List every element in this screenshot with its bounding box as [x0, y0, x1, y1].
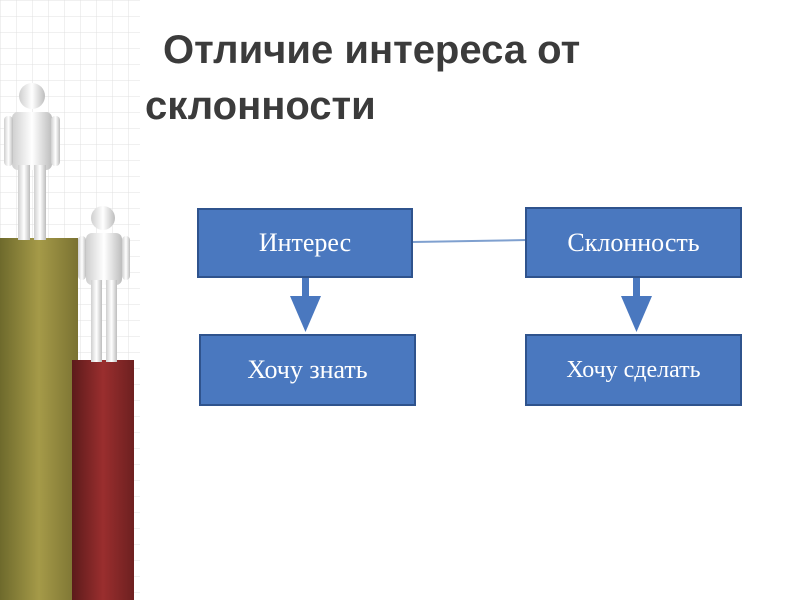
- title-line-1: Отличие интереса от: [163, 28, 581, 72]
- red-podium-bar: [72, 360, 134, 600]
- slide-title: Отличие интереса от склонности: [145, 22, 765, 134]
- want-to-know-label: Хочу знать: [247, 355, 368, 384]
- person-figure-icon: [78, 206, 130, 362]
- interest-box: Интерес: [197, 208, 413, 278]
- link-line: [412, 239, 528, 243]
- want-to-do-box: Хочу сделать: [525, 334, 742, 406]
- inclination-label: Склонность: [567, 227, 700, 257]
- person-figure-icon: [4, 83, 60, 240]
- down-arrow-icon: [621, 278, 652, 332]
- interest-label: Интерес: [258, 228, 352, 257]
- title-line-2: склонности: [145, 84, 376, 128]
- down-arrow-icon: [290, 278, 321, 332]
- want-to-know-box: Хочу знать: [199, 334, 416, 406]
- gold-podium-bar: [0, 238, 78, 600]
- inclination-box: Склонность: [525, 207, 742, 278]
- want-to-do-label: Хочу сделать: [566, 356, 701, 383]
- podium-decoration: [0, 0, 140, 600]
